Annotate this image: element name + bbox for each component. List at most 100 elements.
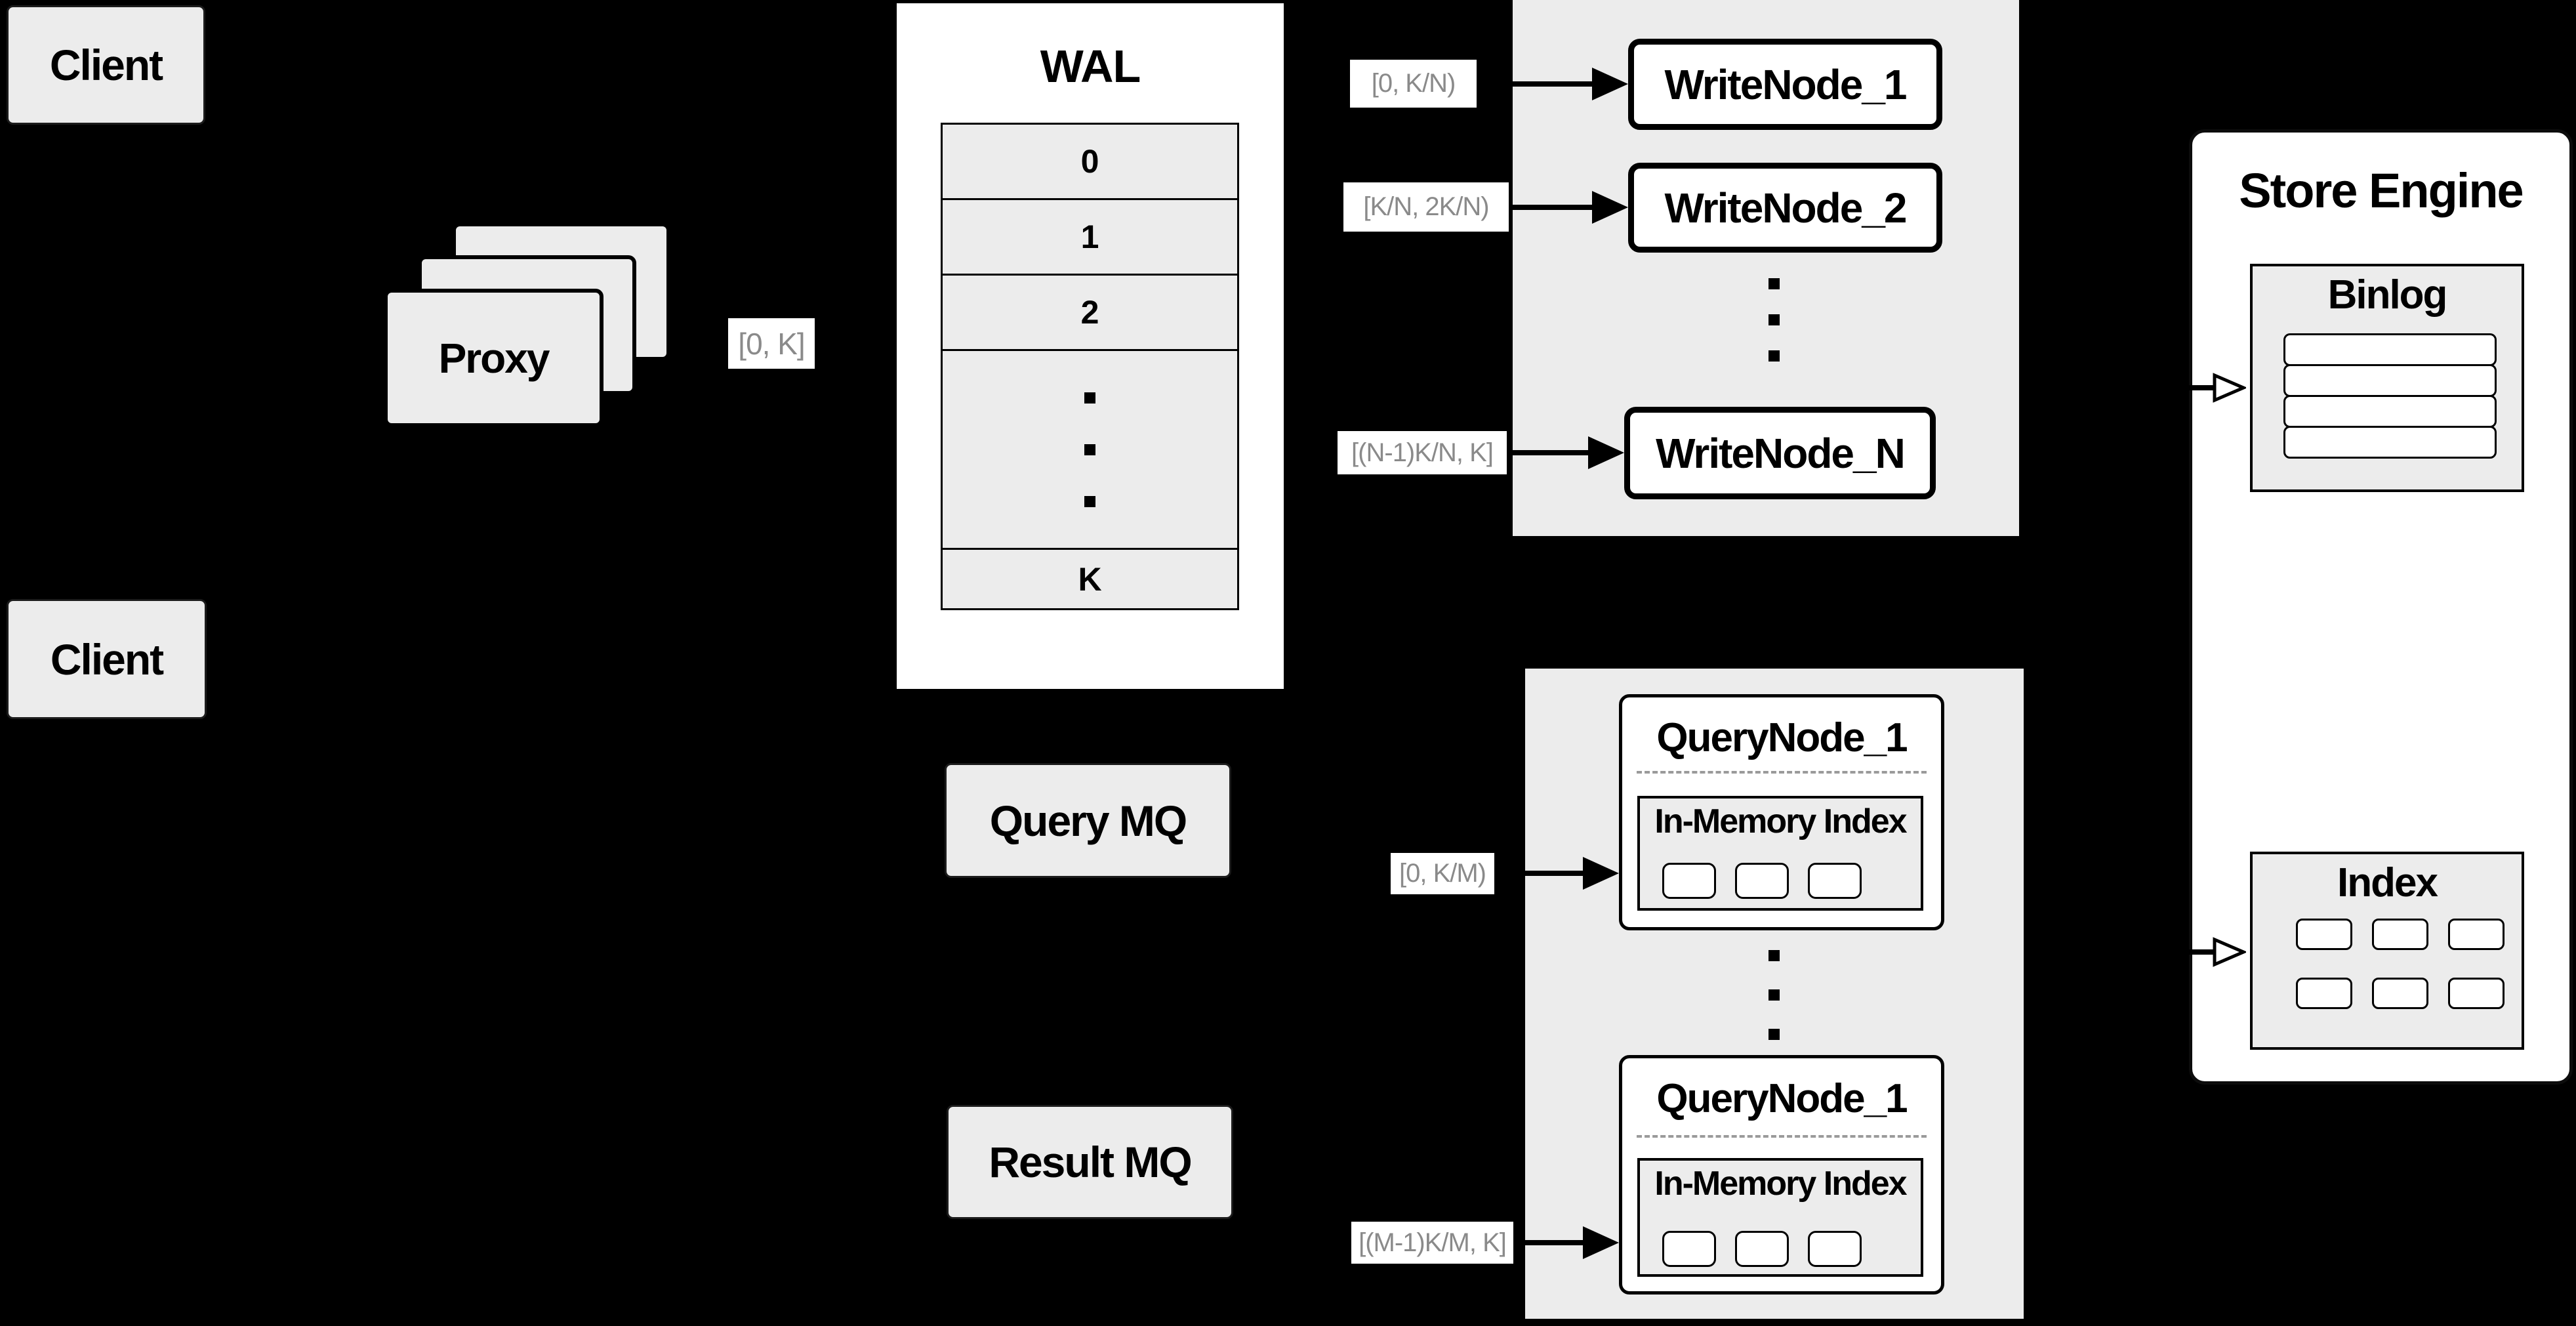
write-node-2: WriteNode_2 <box>1628 163 1942 253</box>
index-cell-row <box>2296 919 2504 950</box>
query-node-2-title: QueryNode_1 <box>1656 1076 1908 1121</box>
index-segment-cell <box>2372 919 2428 950</box>
ellipsis-dot <box>1768 950 1780 961</box>
ellipsis-dot <box>1768 278 1780 289</box>
result-mq-label: Result MQ <box>989 1138 1192 1186</box>
write-node-2-label: WriteNode_2 <box>1664 184 1907 232</box>
open-arrowhead-index-icon <box>2213 937 2246 967</box>
in-memory-segment-cell <box>1662 863 1716 899</box>
in-memory-index-box-2: In-Memory Index <box>1637 1158 1923 1277</box>
proxy-label: Proxy <box>438 334 550 382</box>
write-node-n: WriteNode_N <box>1624 407 1936 499</box>
proxy-card-front: Proxy <box>384 289 603 427</box>
client-bottom-label: Client <box>50 634 164 684</box>
in-memory-segment-cell <box>1662 1231 1716 1267</box>
binlog-rows <box>2283 333 2497 459</box>
arrowhead-query-1-icon <box>1583 857 1619 890</box>
in-memory-index-title-1: In-Memory Index <box>1654 802 1907 840</box>
ellipsis-dot <box>1768 1029 1780 1040</box>
wal-row: K <box>943 550 1237 608</box>
ellipsis-dot <box>1084 392 1095 404</box>
write-node-1: WriteNode_1 <box>1628 39 1942 130</box>
in-memory-segment-cell <box>1808 1231 1862 1267</box>
query-node-1-title: QueryNode_1 <box>1656 715 1908 760</box>
client-top-label: Client <box>49 41 163 89</box>
index-segment-cell <box>2448 978 2504 1009</box>
wal-row-label: 2 <box>1080 294 1099 331</box>
wal-ellipsis-row <box>943 351 1237 550</box>
range-label-client-wal: [0, K] <box>728 318 815 369</box>
range-label-write-1-text: [0, K/N) <box>1371 69 1456 98</box>
in-memory-segment-cell <box>1808 863 1862 899</box>
wal-row-label: K <box>1078 560 1102 598</box>
arrowhead-write-2-icon <box>1592 191 1628 224</box>
index-segment-cell <box>2372 978 2428 1009</box>
ellipsis-dot <box>1768 989 1780 1001</box>
open-arrowhead-binlog-icon <box>2213 373 2246 403</box>
range-label-write-1: [0, K/N) <box>1350 60 1477 108</box>
client-box-bottom: Client <box>7 599 207 719</box>
range-label-query-1-text: [0, K/M) <box>1399 859 1486 888</box>
index-box: Index <box>2250 852 2524 1050</box>
wal-row: 0 <box>943 125 1237 200</box>
arrow-line-query-1 <box>1494 871 1586 876</box>
range-label-query-m: [(M-1)K/M, K] <box>1351 1222 1513 1264</box>
in-memory-segment-cell <box>1735 863 1789 899</box>
in-memory-index-cells-1 <box>1662 863 1862 899</box>
in-memory-segment-cell <box>1735 1231 1789 1267</box>
binlog-segment-row <box>2283 395 2497 428</box>
arrowhead-write-n-icon <box>1588 436 1624 469</box>
query-node-2: QueryNode_1 In-Memory Index <box>1619 1055 1944 1295</box>
query-ellipsis-dots <box>1768 950 1780 1040</box>
wal-row: 2 <box>943 276 1237 351</box>
arrow-line-binlog <box>2184 385 2215 390</box>
wal-title: WAL <box>1040 41 1141 92</box>
binlog-segment-row <box>2283 364 2497 397</box>
binlog-segment-row <box>2283 333 2497 366</box>
range-label-query-m-text: [(M-1)K/M, K] <box>1359 1228 1507 1257</box>
query-mq-label: Query MQ <box>989 796 1187 845</box>
range-label-client-wal-text: [0, K] <box>738 326 805 361</box>
index-segment-cell <box>2296 978 2352 1009</box>
binlog-title: Binlog <box>2327 272 2448 318</box>
query-node-1-divider <box>1637 771 1927 774</box>
wal-row: 1 <box>943 200 1237 276</box>
range-label-query-1: [0, K/M) <box>1391 853 1494 894</box>
wal-ellipsis-dots <box>1084 392 1095 507</box>
arrow-line-write-2 <box>1509 205 1595 210</box>
client-box-top: Client <box>7 5 205 125</box>
wal-box: WAL 0 1 2 K <box>897 3 1284 689</box>
index-title: Index <box>2337 860 2438 905</box>
in-memory-index-box-1: In-Memory Index <box>1637 796 1923 911</box>
arrow-line-write-n <box>1507 450 1591 455</box>
wal-row-label: 0 <box>1080 143 1099 180</box>
range-label-write-n-text: [(N-1)K/N, K] <box>1351 438 1494 467</box>
index-cell-row <box>2296 978 2504 1009</box>
binlog-box: Binlog <box>2250 264 2524 492</box>
ellipsis-dot <box>1084 444 1095 455</box>
store-engine-box: Store Engine Binlog Index <box>2189 129 2573 1085</box>
index-segment-cell <box>2448 919 2504 950</box>
index-segment-cell <box>2296 919 2352 950</box>
ellipsis-dot <box>1768 350 1780 362</box>
binlog-segment-row <box>2283 426 2497 459</box>
write-node-1-label: WriteNode_1 <box>1664 60 1907 108</box>
wal-row-label: 1 <box>1080 218 1099 255</box>
write-node-n-label: WriteNode_N <box>1656 429 1906 477</box>
query-node-2-divider <box>1637 1135 1927 1138</box>
store-engine-title: Store Engine <box>2239 163 2524 218</box>
arrowhead-query-m-icon <box>1583 1226 1619 1259</box>
result-mq-box: Result MQ <box>947 1105 1233 1219</box>
range-label-write-2: [K/N, 2K/N) <box>1343 182 1509 232</box>
ellipsis-dot <box>1768 314 1780 325</box>
range-label-write-n: [(N-1)K/N, K] <box>1338 431 1507 474</box>
query-mq-box: Query MQ <box>945 763 1231 878</box>
write-ellipsis-dots <box>1768 278 1780 362</box>
ellipsis-dot <box>1084 495 1095 507</box>
query-node-1: QueryNode_1 In-Memory Index <box>1619 694 1944 930</box>
arrowhead-write-1-icon <box>1592 68 1628 100</box>
arrow-line-write-1 <box>1477 81 1595 87</box>
arrow-line-index <box>2184 949 2215 955</box>
wal-table: 0 1 2 K <box>941 123 1239 610</box>
